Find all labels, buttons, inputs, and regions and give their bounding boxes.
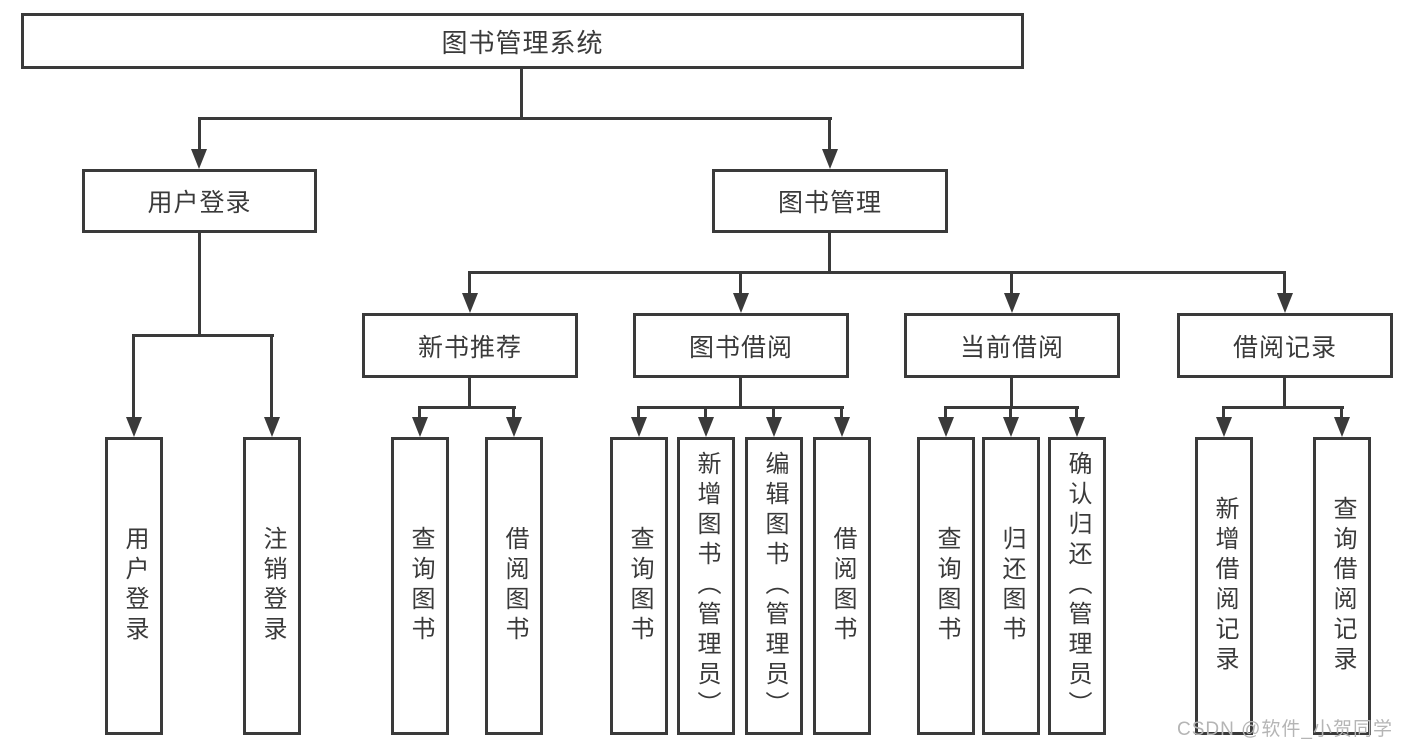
tree-line-horizontal bbox=[1222, 406, 1344, 409]
leaf-confirm-return-admin: 确认归还（管理员） bbox=[1048, 437, 1106, 735]
arrowhead-down-icon bbox=[698, 417, 714, 437]
node-book-management: 图书管理 bbox=[712, 169, 948, 233]
arrowhead-down-icon bbox=[1004, 293, 1020, 313]
node-new-book-recommend: 新书推荐 bbox=[362, 313, 578, 378]
tree-line-vertical bbox=[132, 334, 135, 419]
tree-line-vertical bbox=[944, 406, 947, 419]
arrowhead-down-icon bbox=[506, 417, 522, 437]
tree-line-vertical bbox=[468, 271, 471, 295]
node-book-borrow: 图书借阅 bbox=[633, 313, 849, 378]
tree-line-vertical bbox=[520, 69, 523, 119]
leaf-logout-label: 注销登录 bbox=[259, 526, 286, 646]
arrowhead-down-icon bbox=[733, 293, 749, 313]
arrowhead-down-icon bbox=[834, 417, 850, 437]
tree-line-vertical bbox=[1010, 271, 1013, 295]
node-current-borrow-label: 当前借阅 bbox=[959, 333, 1064, 362]
tree-line-vertical bbox=[1283, 378, 1286, 408]
arrowhead-down-icon bbox=[766, 417, 782, 437]
node-user-login: 用户登录 bbox=[82, 169, 317, 233]
tree-line-horizontal bbox=[198, 117, 832, 120]
leaf-return-books: 归还图书 bbox=[982, 437, 1040, 735]
tree-line-vertical bbox=[1340, 406, 1343, 419]
tree-line-horizontal bbox=[132, 334, 274, 337]
node-borrow-records-label: 借阅记录 bbox=[1232, 333, 1337, 362]
leaf-edit-books-admin: 编辑图书（管理员） bbox=[745, 437, 803, 735]
leaf-borrow-books-recommend: 借阅图书 bbox=[485, 437, 543, 735]
tree-line-vertical bbox=[739, 271, 742, 295]
tree-line-vertical bbox=[1075, 406, 1078, 419]
tree-line-vertical bbox=[772, 406, 775, 419]
leaf-query-borrow-record: 查询借阅记录 bbox=[1313, 437, 1371, 735]
leaf-confirm-return-admin-label: 确认归还（管理员） bbox=[1064, 451, 1091, 721]
node-book-borrow-label: 图书借阅 bbox=[688, 333, 793, 362]
tree-line-vertical bbox=[704, 406, 707, 419]
tree-line-horizontal bbox=[468, 271, 1286, 274]
tree-line-vertical bbox=[739, 378, 742, 408]
arrowhead-down-icon bbox=[1216, 417, 1232, 437]
tree-line-vertical bbox=[828, 233, 831, 273]
node-new-book-recommend-label: 新书推荐 bbox=[417, 333, 522, 362]
tree-line-vertical bbox=[418, 406, 421, 419]
watermark: CSDN @软件_小贺同学 bbox=[1177, 719, 1393, 740]
arrowhead-down-icon bbox=[1003, 417, 1019, 437]
tree-line-vertical bbox=[637, 406, 640, 419]
node-book-management-label: 图书管理 bbox=[777, 189, 882, 217]
tree-line-vertical bbox=[468, 378, 471, 408]
leaf-return-books-label: 归还图书 bbox=[998, 526, 1025, 646]
leaf-borrow-books: 借阅图书 bbox=[813, 437, 871, 735]
arrowhead-down-icon bbox=[191, 149, 207, 169]
leaf-add-books-admin-label: 新增图书（管理员） bbox=[693, 451, 720, 721]
tree-line-vertical bbox=[1010, 378, 1013, 408]
leaf-query-books-recommend-label: 查询图书 bbox=[407, 526, 434, 646]
leaf-user-login-label: 用户登录 bbox=[121, 526, 148, 646]
leaf-add-books-admin: 新增图书（管理员） bbox=[677, 437, 735, 735]
arrowhead-down-icon bbox=[631, 417, 647, 437]
tree-line-vertical bbox=[512, 406, 515, 419]
leaf-logout: 注销登录 bbox=[243, 437, 301, 735]
node-library-system: 图书管理系统 bbox=[21, 13, 1024, 69]
node-current-borrow: 当前借阅 bbox=[904, 313, 1120, 378]
tree-line-vertical bbox=[1009, 406, 1012, 419]
tree-line-vertical bbox=[840, 406, 843, 419]
arrowhead-down-icon bbox=[264, 417, 280, 437]
arrowhead-down-icon bbox=[126, 417, 142, 437]
arrowhead-down-icon bbox=[1069, 417, 1085, 437]
tree-line-horizontal bbox=[637, 406, 844, 409]
tree-line-vertical bbox=[1222, 406, 1225, 419]
leaf-borrow-books-label: 借阅图书 bbox=[829, 526, 856, 646]
leaf-query-books-current: 查询图书 bbox=[917, 437, 975, 735]
leaf-query-books-borrow: 查询图书 bbox=[610, 437, 668, 735]
leaf-borrow-books-recommend-label: 借阅图书 bbox=[501, 526, 528, 646]
tree-line-vertical bbox=[1283, 271, 1286, 295]
arrowhead-down-icon bbox=[938, 417, 954, 437]
tree-line-vertical bbox=[828, 117, 831, 151]
arrowhead-down-icon bbox=[1334, 417, 1350, 437]
tree-line-vertical bbox=[198, 233, 201, 336]
arrowhead-down-icon bbox=[1277, 293, 1293, 313]
tree-line-horizontal bbox=[418, 406, 516, 409]
leaf-edit-books-admin-label: 编辑图书（管理员） bbox=[761, 451, 788, 721]
leaf-add-borrow-record: 新增借阅记录 bbox=[1195, 437, 1253, 735]
node-user-login-label: 用户登录 bbox=[147, 189, 252, 217]
arrowhead-down-icon bbox=[412, 417, 428, 437]
leaf-query-books-recommend: 查询图书 bbox=[391, 437, 449, 735]
leaf-query-borrow-record-label: 查询借阅记录 bbox=[1329, 496, 1356, 676]
node-library-system-label: 图书管理系统 bbox=[441, 27, 604, 58]
leaf-query-books-current-label: 查询图书 bbox=[933, 526, 960, 646]
leaf-query-books-borrow-label: 查询图书 bbox=[626, 526, 653, 646]
node-borrow-records: 借阅记录 bbox=[1177, 313, 1393, 378]
tree-line-vertical bbox=[198, 117, 201, 151]
leaf-user-login: 用户登录 bbox=[105, 437, 163, 735]
tree-line-vertical bbox=[270, 334, 273, 419]
arrowhead-down-icon bbox=[462, 293, 478, 313]
leaf-add-borrow-record-label: 新增借阅记录 bbox=[1211, 496, 1238, 676]
arrowhead-down-icon bbox=[822, 149, 838, 169]
